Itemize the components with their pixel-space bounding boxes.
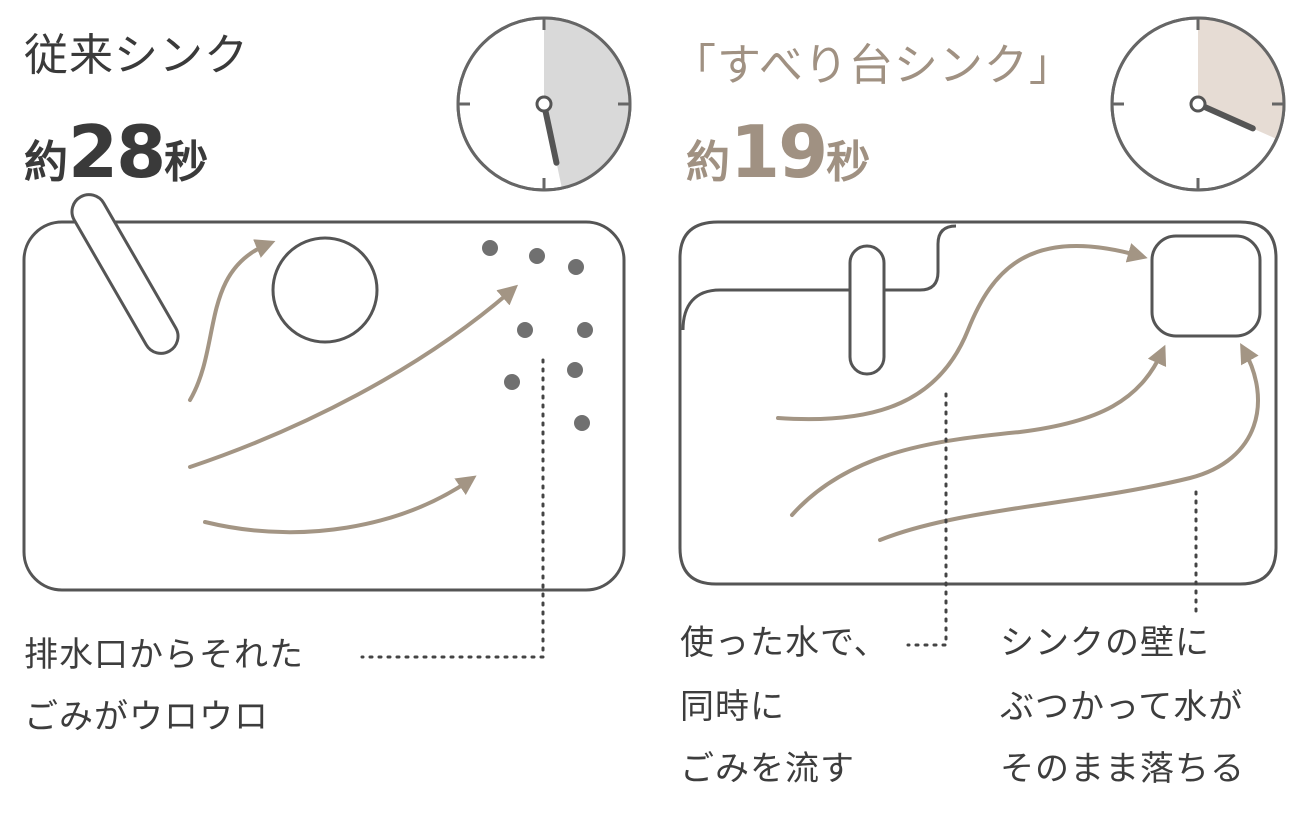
debris-dot (577, 322, 593, 338)
water-flow-arrow (188, 239, 276, 402)
drain-outlet (271, 236, 379, 344)
water-flow-arrow (188, 284, 519, 469)
stray-debris (482, 240, 593, 431)
seconds-unit: 秒 (826, 137, 871, 188)
slide-sink-time: 約19秒 (686, 116, 870, 188)
approx-prefix: 約 (686, 137, 730, 188)
elapsed-time-sector (1198, 19, 1283, 139)
faucet (70, 193, 180, 355)
clock-pivot (535, 95, 553, 113)
sink-basin-outline (22, 220, 626, 592)
water-flow-arrow (203, 475, 477, 535)
clock-19-seconds (1110, 16, 1286, 192)
debris-dot (568, 259, 584, 275)
water-flow-arrow (878, 343, 1260, 542)
conventional-note-line1: 排水口からそれた (24, 635, 304, 675)
slide-note-b-line2: ぶつかって水が (1000, 687, 1244, 727)
debris-dot (517, 322, 533, 338)
seconds-value: 28 (68, 110, 166, 194)
elapsed-time-sector (544, 19, 629, 188)
water-flow-arrow (776, 243, 1148, 422)
slide-slope-edge (681, 224, 957, 331)
conventional-sink-time: 約28秒 (24, 116, 208, 188)
debris-dot (567, 362, 583, 378)
clock-hand (1195, 101, 1256, 132)
conventional-sink-title: 従来シンク (24, 30, 249, 81)
debris-dot (482, 240, 498, 256)
debris-dot (574, 415, 590, 431)
slide-note-a-line1: 使った水で、 (680, 623, 889, 663)
debris-dot (529, 248, 545, 264)
leader-line (906, 392, 948, 647)
debris-dot (504, 374, 520, 390)
slide-sink-title: 「すべり台シンク」 (672, 40, 1074, 91)
sink-basin-outline (678, 220, 1278, 586)
conventional-note-line2: ごみがウロウロ (24, 697, 269, 737)
conventional-sink (22, 193, 626, 659)
clock-pivot (1189, 95, 1207, 113)
faucet (848, 244, 886, 376)
slide-note-b-line1: シンクの壁に (1000, 623, 1210, 663)
leader-line (360, 358, 545, 659)
approx-prefix: 約 (24, 137, 68, 188)
drain-outlet (1150, 234, 1262, 338)
slide-note-a-line3: ごみを流す (680, 749, 855, 789)
water-flow-arrow (790, 344, 1167, 517)
clock-hand (541, 101, 560, 166)
slide-note-a-line2: 同時に (680, 687, 785, 727)
slide-note-b-line3: そのまま落ちる (1000, 749, 1245, 789)
slide-sink (678, 220, 1278, 647)
clock-28-seconds (456, 16, 632, 192)
seconds-value: 19 (730, 110, 828, 194)
seconds-unit: 秒 (164, 137, 209, 188)
